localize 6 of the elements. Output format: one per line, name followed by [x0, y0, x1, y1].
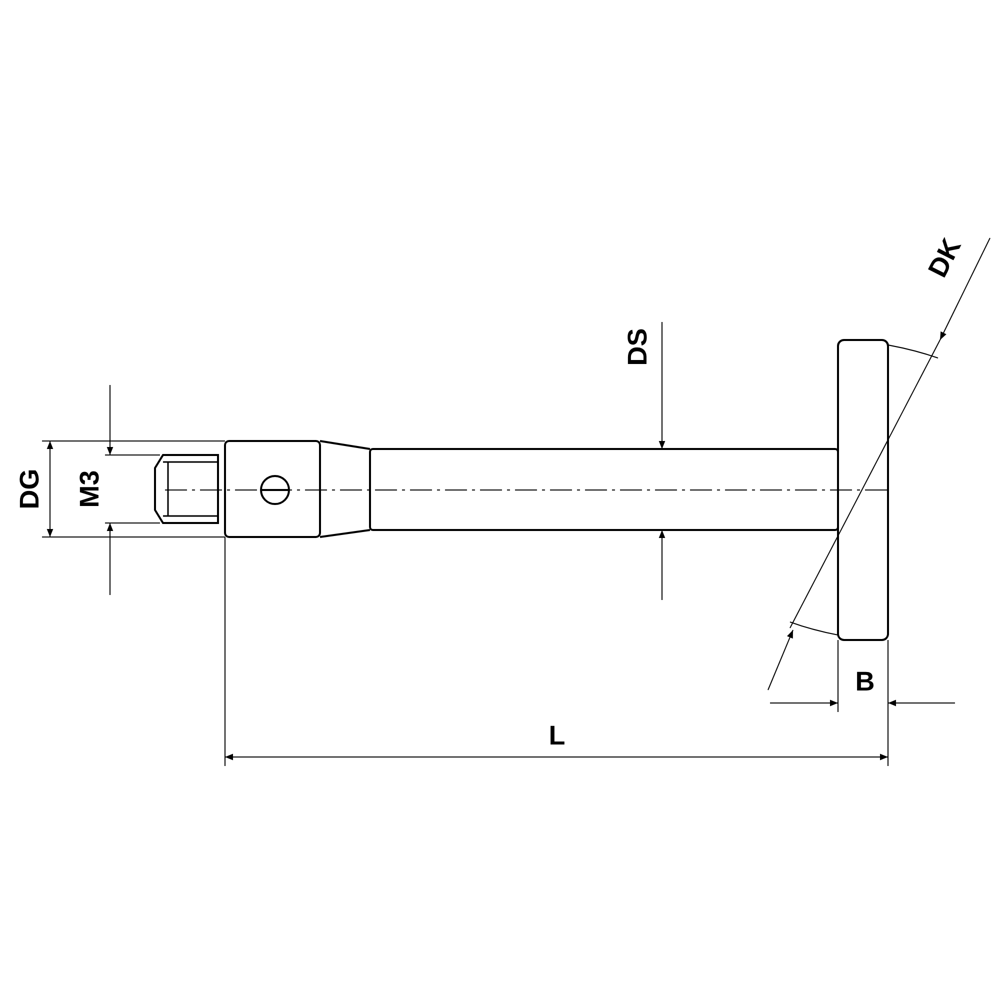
- dimension-label: DS: [624, 328, 652, 366]
- dimension-label: M3: [76, 470, 104, 508]
- dimension-label: B: [855, 668, 875, 696]
- dimension-label: DG: [16, 468, 44, 510]
- dimension-label: DK: [924, 234, 966, 282]
- dimension-label: L: [548, 722, 566, 750]
